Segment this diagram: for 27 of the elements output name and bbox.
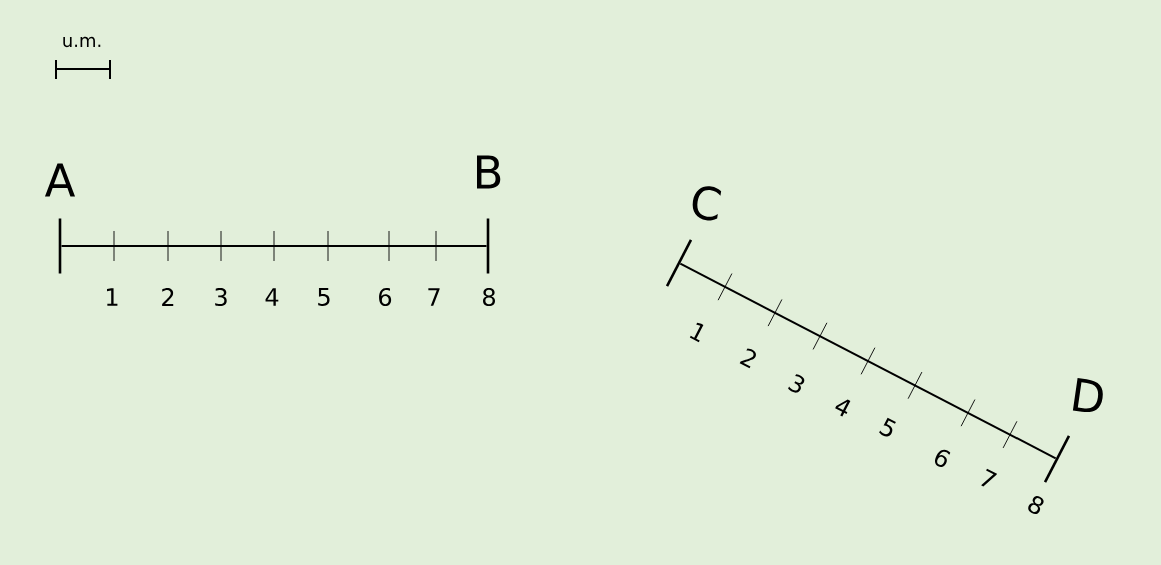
tick-label: 7 bbox=[428, 288, 440, 306]
tick-label: 5 bbox=[318, 288, 330, 306]
point-label: C bbox=[692, 186, 722, 221]
endpoint-bar bbox=[486, 218, 490, 274]
endpoint-bar bbox=[665, 239, 693, 287]
segment bbox=[679, 262, 1057, 460]
tick-label: 4 bbox=[265, 288, 279, 306]
point-label: A bbox=[44, 163, 75, 197]
tick-label: 3 bbox=[788, 374, 805, 393]
segment bbox=[60, 245, 488, 247]
endpoint-bar bbox=[58, 218, 62, 274]
tick-label: 3 bbox=[215, 287, 227, 307]
tick-label: 1 bbox=[689, 322, 704, 343]
tick-label: 1 bbox=[107, 288, 118, 306]
point-label: B bbox=[477, 155, 501, 189]
tick-label: 6 bbox=[379, 287, 392, 307]
tick-label: 7 bbox=[981, 468, 997, 487]
tick-label: 5 bbox=[879, 417, 896, 437]
unit-label: u.m. bbox=[63, 36, 101, 48]
tick-label: 4 bbox=[835, 399, 851, 417]
tick-label: 6 bbox=[935, 449, 951, 467]
tick-label: 2 bbox=[162, 288, 174, 306]
tick-label: 8 bbox=[1028, 496, 1044, 515]
tick-label: 2 bbox=[739, 348, 756, 369]
point-label: D bbox=[1072, 377, 1103, 413]
tick-label: 8 bbox=[483, 287, 495, 307]
endpoint-bar bbox=[1043, 435, 1071, 483]
